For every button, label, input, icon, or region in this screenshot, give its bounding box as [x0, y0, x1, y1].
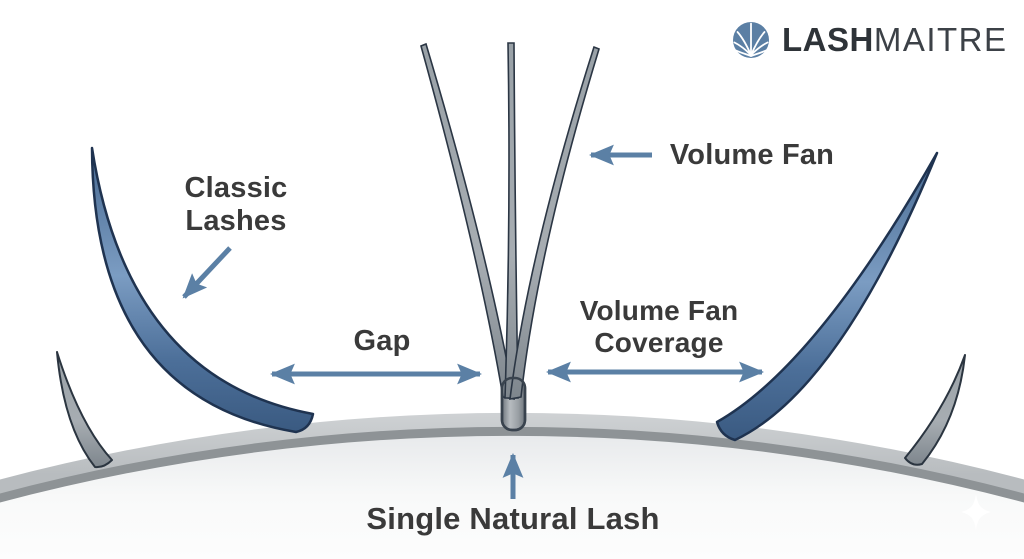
fan-strand-center	[504, 42, 519, 399]
lash-fan-logo-icon	[733, 22, 769, 58]
sparkle-icon	[961, 494, 991, 530]
classic-lashes-arrow	[182, 246, 232, 299]
classic-lashes-label-line1: Classic	[184, 172, 288, 204]
gap-label: Gap	[353, 325, 411, 357]
single-natural-lash-label: Single Natural Lash	[366, 501, 660, 536]
volume-fan-coverage-label: Volume Fan Coverage	[580, 295, 739, 359]
classic-lash-left	[90, 146, 315, 434]
volume-fan-coverage-label-line2: Coverage	[594, 326, 724, 358]
brand-name-bold: LASH	[782, 21, 874, 58]
brand-name: LASHMAITRE	[782, 21, 1008, 59]
natural-lash-right	[904, 354, 966, 466]
fan-strand-right	[509, 45, 600, 400]
natural-lash-left	[56, 351, 113, 469]
classic-lashes-label-line2: Lashes	[185, 205, 287, 238]
classic-lashes-label: Classic Lashes	[185, 172, 288, 238]
volume-fan	[420, 42, 600, 432]
volume-fan-label: Volume Fan	[669, 139, 835, 171]
lash-base-capsule-outline	[500, 376, 527, 432]
classic-lash-right	[715, 151, 939, 442]
fan-strand-left	[420, 42, 515, 400]
brand-logo: LASHMAITRE	[732, 18, 1008, 62]
volume-fan-coverage-label-line1: Volume Fan	[579, 295, 739, 326]
brand-name-light: MAITRE	[873, 21, 1008, 58]
